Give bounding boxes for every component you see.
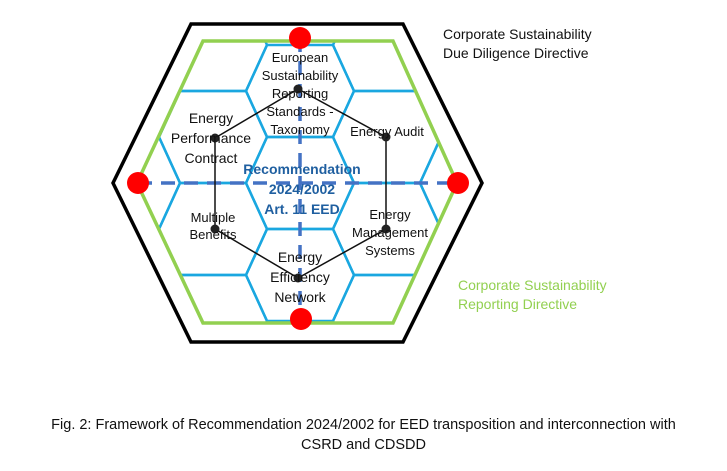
svg-text:Art. 11 EED: Art. 11 EED	[264, 201, 339, 217]
center-recommendation: Recommendation 2024/2002 Art. 11 EED	[243, 161, 360, 217]
svg-text:Multiple: Multiple	[191, 210, 236, 225]
svg-text:Reporting Directive: Reporting Directive	[458, 296, 577, 312]
svg-text:Corporate Sustainability: Corporate Sustainability	[458, 277, 607, 293]
caption-line-1: Fig. 2: Framework of Recommendation 2024…	[51, 417, 676, 433]
svg-text:Corporate Sustainability: Corporate Sustainability	[443, 26, 592, 42]
svg-text:Performance: Performance	[171, 130, 251, 146]
red-markers	[127, 27, 469, 330]
csddd-outer-hexagon	[111, 22, 484, 344]
hex-cell	[418, 135, 457, 231]
hex-cell	[331, 41, 443, 93]
svg-text:Due Diligence Directive: Due Diligence Directive	[443, 45, 589, 61]
csddd-label: Corporate Sustainability Due Diligence D…	[443, 26, 592, 61]
svg-text:Sustainability: Sustainability	[262, 68, 339, 83]
svg-text:Energy Audit: Energy Audit	[350, 124, 424, 139]
svg-text:Contract: Contract	[185, 150, 238, 166]
connection-nodes	[210, 84, 391, 283]
svg-text:Benefits: Benefits	[190, 227, 237, 242]
svg-text:Systems: Systems	[365, 243, 415, 258]
svg-text:Taxonomy: Taxonomy	[270, 122, 330, 137]
svg-text:Energy: Energy	[369, 207, 411, 222]
hex-cell	[157, 41, 269, 93]
svg-text:Recommendation: Recommendation	[243, 161, 360, 177]
hex-cell	[331, 273, 443, 323]
cell-energy-efficiency-network: Energy Efficiency Network	[270, 249, 330, 305]
cell-multiple-benefits: Multiple Benefits	[190, 210, 237, 242]
cell-energy-audit: Energy Audit	[350, 124, 424, 139]
caption-line-2: CSRD and CDSDD	[301, 437, 426, 453]
cell-energy-performance-contract: Energy Performance Contract	[171, 110, 251, 166]
svg-text:2024/2002: 2024/2002	[269, 181, 335, 197]
svg-text:Management: Management	[352, 225, 428, 240]
cell-energy-management-systems: Energy Management Systems	[352, 207, 428, 258]
svg-text:Efficiency: Efficiency	[270, 269, 330, 285]
svg-text:Reporting: Reporting	[272, 86, 328, 101]
svg-text:Network: Network	[274, 289, 326, 305]
svg-text:Energy: Energy	[189, 110, 233, 126]
hex-cell	[157, 273, 269, 323]
svg-text:Energy: Energy	[278, 249, 322, 265]
csrd-label: Corporate Sustainability Reporting Direc…	[458, 277, 607, 312]
svg-text:Standards -: Standards -	[266, 104, 333, 119]
figure-caption: Fig. 2: Framework of Recommendation 2024…	[0, 415, 727, 455]
svg-text:European: European	[272, 50, 328, 65]
cell-esrs: European Sustainability Reporting Standa…	[262, 50, 339, 137]
